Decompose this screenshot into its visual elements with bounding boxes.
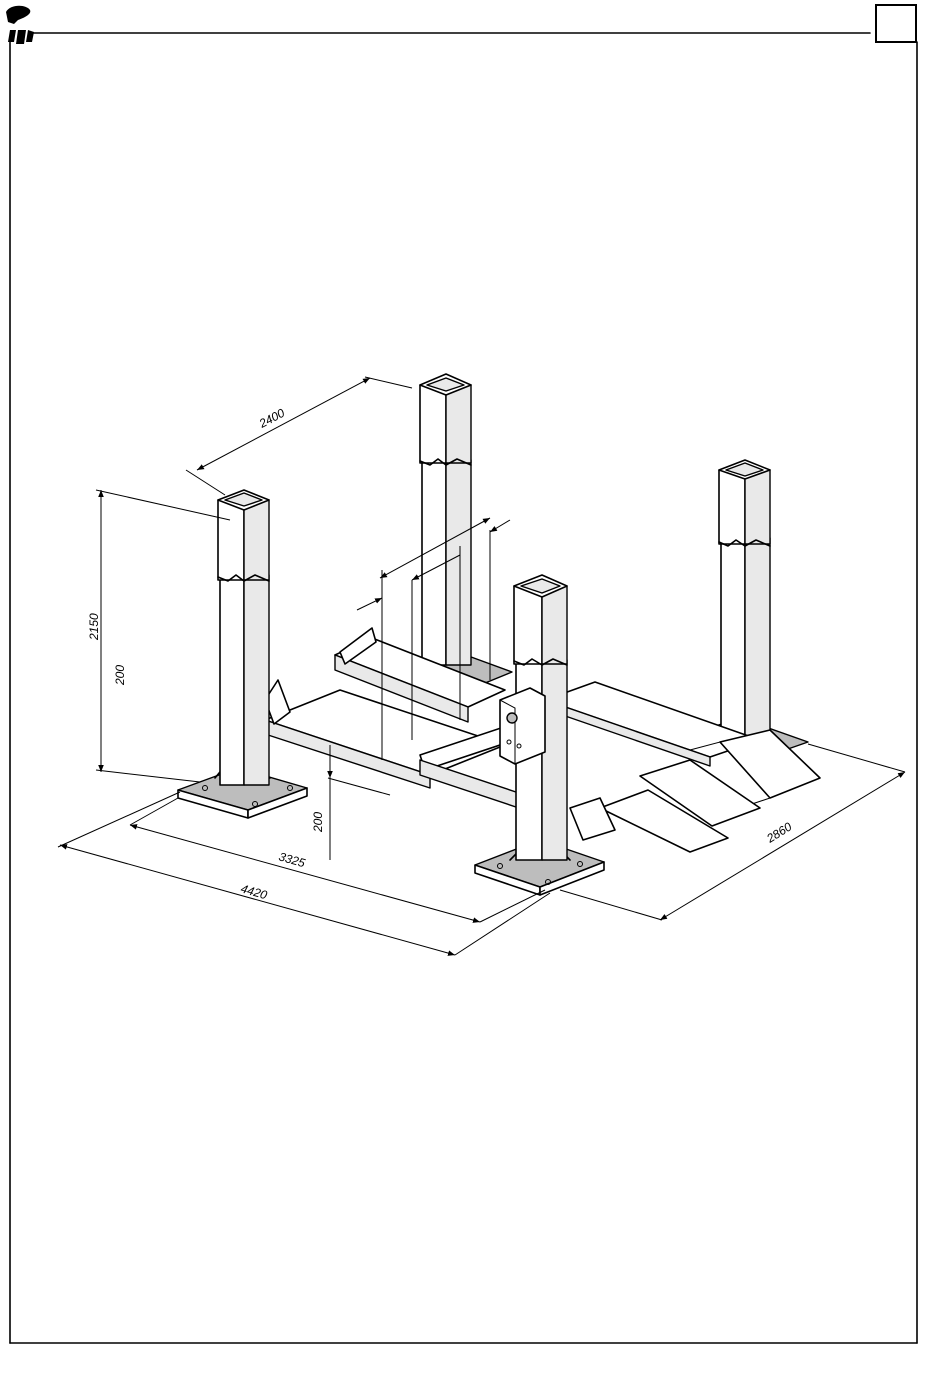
lift-brand-logo-icon <box>6 6 34 44</box>
dimension-2150-label: 2150 <box>87 613 101 641</box>
column-back-right <box>697 460 808 762</box>
page-number-box <box>876 5 916 42</box>
dimension-3325: 3325 <box>130 798 545 922</box>
column-front-left <box>178 490 307 818</box>
dimension-2860: 2860 <box>560 744 905 920</box>
dimension-2400-label: 2400 <box>256 406 287 432</box>
dimension-200-ground-label: 200 <box>311 812 325 833</box>
dimension-2150: 2150 200 <box>87 490 230 782</box>
dimension-200-column-label: 200 <box>113 665 127 686</box>
dimension-2400: 2400 <box>186 377 412 495</box>
control-knob-icon <box>507 713 517 723</box>
control-box <box>500 688 545 764</box>
